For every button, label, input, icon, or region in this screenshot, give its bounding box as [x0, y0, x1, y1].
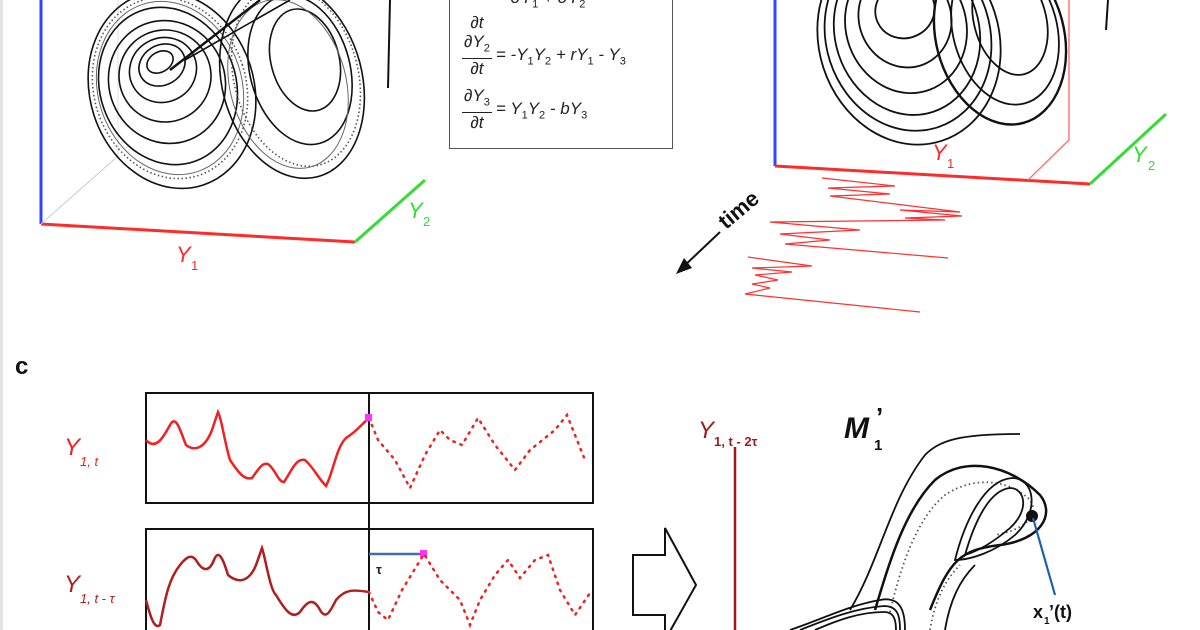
- state-point: [1026, 510, 1038, 522]
- tau-label: τ: [376, 562, 382, 577]
- equation-2: ∂Y2∂t = -Y1Y2 + rY1 - Y3: [462, 32, 626, 79]
- y1-axis-line: [40, 222, 356, 244]
- svg-text:1, t: 1, t: [80, 454, 99, 469]
- row1-label: Y: [64, 434, 82, 461]
- right-y2-label: Y: [1132, 142, 1148, 167]
- series-1-solid: [145, 408, 370, 489]
- lorenz-equations-box: ∂Y1∂t = σY1 + σY2 ∂Y2∂t = -Y1Y2 + rY1 - …: [449, 0, 673, 149]
- y2-axis-line: [354, 178, 426, 244]
- svg-text:2: 2: [423, 214, 430, 229]
- left-border-strip: [0, 0, 3, 630]
- series-2-dotted: [367, 551, 594, 629]
- time-series-projection: [744, 177, 963, 313]
- embedding-arrow: [632, 527, 698, 630]
- time-arrow-line: [681, 231, 721, 269]
- panel-c: τ Y 1, t Y 1, t - τ Y 1, t - 2τ M 1 ’: [64, 392, 1072, 630]
- time-arrow-head: [676, 258, 692, 274]
- time-label: time: [713, 186, 764, 234]
- svg-text:’(t): ’(t): [1049, 602, 1072, 622]
- right-y1-label: Y: [932, 140, 948, 165]
- series-2-solid: [144, 544, 370, 628]
- marker-2: [420, 550, 427, 557]
- equation-1: ∂Y1∂t = σY1 + σY2: [470, 0, 586, 33]
- series-1-dotted: [367, 412, 587, 491]
- panel-c-letter: c: [15, 353, 29, 380]
- left-attractor-panel: Y 1 Y 2: [39, 0, 430, 273]
- equation-3: ∂Y3∂t = Y1Y2 - bY3: [462, 86, 588, 133]
- right-attractor-panel: Y 1 Y 2 time: [676, 0, 1168, 313]
- marker-1: [365, 414, 372, 421]
- shadow-manifold: [789, 433, 1048, 630]
- left-y2-label: Y: [408, 198, 424, 223]
- svg-text:1: 1: [874, 437, 882, 454]
- svg-text:1, t - 2τ: 1, t - 2τ: [714, 434, 758, 449]
- svg-text:1: 1: [1044, 616, 1050, 627]
- lorenz-attractor-right: [816, 0, 1109, 146]
- svg-text:1, t - τ: 1, t - τ: [80, 591, 116, 606]
- state-pointer-line: [1031, 517, 1057, 596]
- svg-text:’: ’: [876, 402, 883, 432]
- svg-text:2: 2: [1148, 158, 1155, 173]
- row2-label: Y: [64, 571, 82, 598]
- delay-axis-label: Y: [698, 417, 716, 444]
- svg-text:1: 1: [191, 258, 198, 273]
- state-point-label: x: [1033, 602, 1043, 622]
- lorenz-attractor-left: [87, 0, 391, 190]
- svg-text:1: 1: [947, 156, 954, 171]
- manifold-label: M: [844, 412, 870, 445]
- left-y1-label: Y: [176, 242, 192, 267]
